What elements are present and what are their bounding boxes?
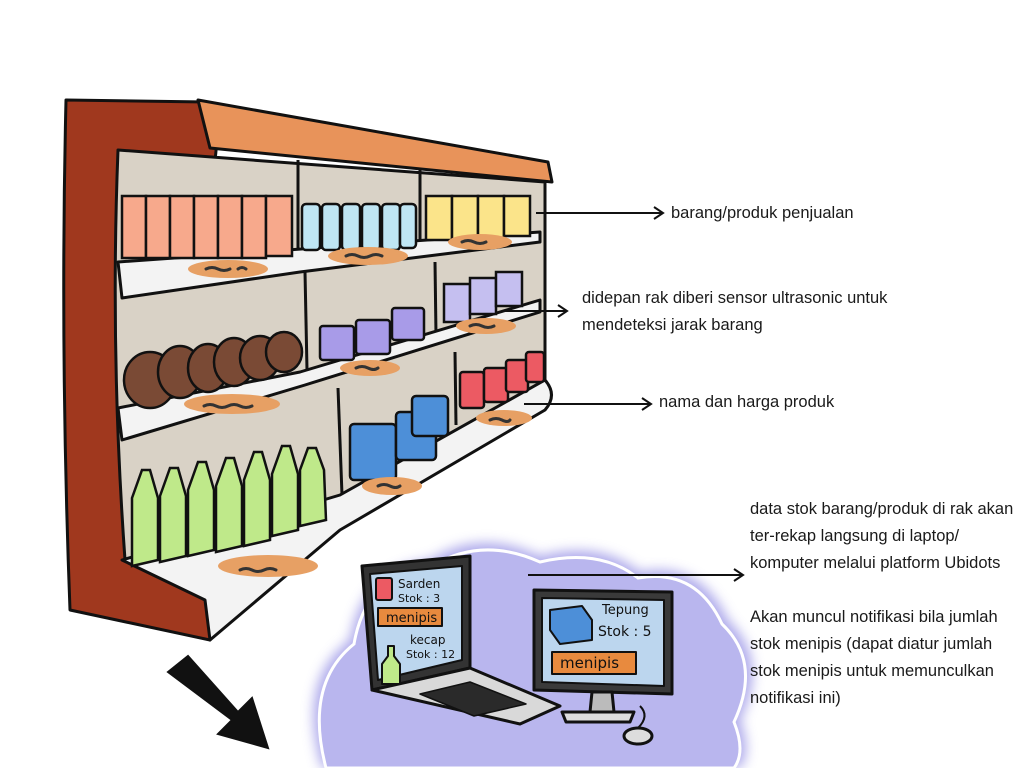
arrow-products	[536, 206, 665, 220]
label-stock-data: data stok barang/produk di rak akan ter-…	[750, 496, 1013, 577]
label-notif-line-2: stok menipis (dapat diatur jumlah	[750, 635, 993, 653]
label-notif-line-4: notifikasi ini)	[750, 689, 841, 707]
shelf-divider	[336, 387, 344, 496]
label-price-tag: nama dan harga produk	[659, 389, 834, 416]
arrow-stock-data	[528, 568, 745, 582]
product-row-1	[120, 194, 532, 260]
shelf-divider	[303, 271, 309, 371]
label-notif-line-1: Akan muncul notifikasi bila jumlah	[750, 608, 998, 626]
monitor-item-status: menipis	[560, 654, 619, 672]
price-tag	[218, 555, 318, 577]
flow-arrow-icon	[166, 654, 270, 750]
monitor-screen-text: Tepung Stok : 5 menipis	[560, 603, 652, 672]
laptop-item1-name: Sarden	[398, 577, 440, 591]
laptop-item1-status: menipis	[386, 611, 437, 626]
laptop-keyboard	[419, 681, 527, 717]
label-notif-line-3: stok menipis untuk memunculkan	[750, 662, 994, 680]
laptop	[360, 554, 562, 726]
green-bottles	[130, 444, 328, 568]
brown-jars	[122, 330, 304, 410]
label-sensor-line-1: didepan rak diberi sensor ultrasonic unt…	[582, 289, 888, 307]
flour-box-icon	[549, 605, 593, 645]
label-sensor-line-2: mendeteksi jarak barang	[582, 316, 763, 334]
desktop-monitor	[532, 588, 674, 746]
yellow-boxes	[424, 194, 532, 242]
milk-cartons	[442, 270, 524, 324]
soy-sauce-bottle-icon	[381, 645, 401, 685]
label-stock-line-2: ter-rekap langsung di laptop/	[750, 527, 960, 545]
arrow-sensor	[504, 304, 569, 318]
pointer-arrows	[504, 206, 745, 582]
laptop-item2-stock: Stok : 12	[406, 648, 455, 661]
water-bottles	[300, 202, 418, 252]
red-cans	[458, 350, 546, 410]
label-products-text: barang/produk penjualan	[671, 204, 854, 222]
menipis-badge	[551, 651, 637, 675]
product-row-2	[122, 270, 524, 410]
price-tag-scribbles	[202, 239, 512, 573]
menipis-badge	[377, 607, 443, 627]
shelf-divider	[433, 261, 438, 336]
mouse-cable	[637, 705, 646, 729]
product-row-3	[130, 350, 546, 568]
shelf-divider	[453, 351, 458, 426]
laptop-item1-stock: Stok : 3	[398, 592, 440, 605]
label-products: barang/produk penjualan	[671, 200, 854, 227]
monitor-item-name: Tepung	[601, 603, 649, 618]
shelf-top-board	[196, 98, 554, 184]
monitor-item-stock: Stok : 5	[598, 624, 652, 640]
label-price-tag-text: nama dan harga produk	[659, 393, 835, 411]
label-sensor: didepan rak diberi sensor ultrasonic unt…	[582, 285, 887, 339]
laptop-screen-text: Sarden Stok : 3 menipis kecap Stok : 12	[386, 577, 455, 661]
blue-packages	[348, 394, 450, 482]
juice-cartons	[120, 194, 294, 260]
sardine-can-icon	[375, 577, 393, 601]
arrow-price-tag	[524, 397, 653, 411]
monitor-base	[560, 710, 636, 724]
label-stock-line-1: data stok barang/produk di rak akan	[750, 500, 1014, 518]
purple-snack-bags	[318, 306, 426, 362]
mouse-icon	[622, 726, 654, 746]
price-tag	[476, 410, 532, 426]
label-notification: Akan muncul notifikasi bila jumlah stok …	[750, 604, 998, 712]
label-stock-line-3: komputer melalui platform Ubidots	[750, 554, 1001, 572]
laptop-item2-name: kecap	[410, 633, 445, 647]
monitor-stand	[588, 690, 616, 714]
